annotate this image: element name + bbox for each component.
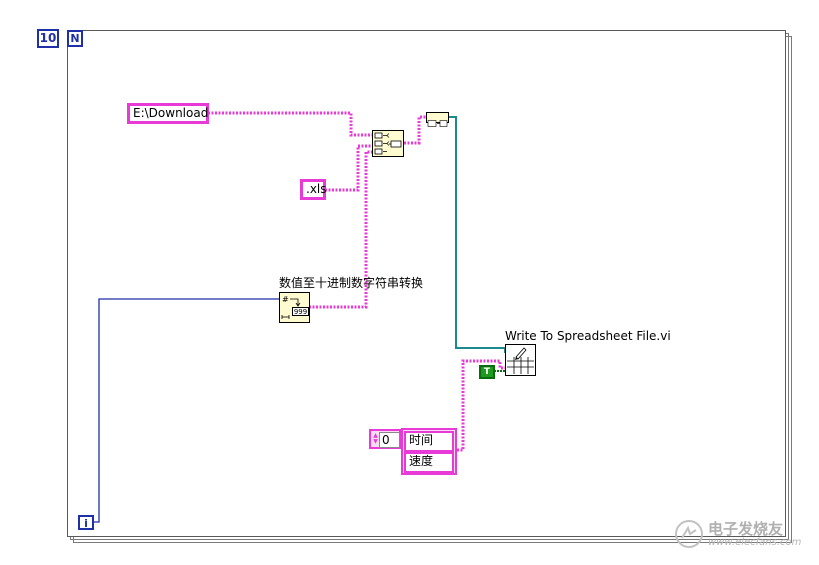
wire-path-to-write	[449, 116, 506, 353]
wire-i-to-numstr	[94, 298, 280, 523]
wire-ext-to-concat	[325, 144, 372, 192]
array-index-value[interactable]: 0	[379, 432, 400, 448]
write-to-spreadsheet-node[interactable]	[505, 344, 536, 376]
svg-text:#: #	[282, 295, 289, 304]
string-to-path-icon	[427, 120, 448, 127]
index-stepper-icon[interactable]: ▲▼	[373, 432, 378, 445]
wire-path-to-build	[208, 111, 372, 137]
wire-numstr-to-concat	[309, 150, 372, 309]
wire-concat-to-strpath	[404, 115, 426, 145]
loop-count-terminal[interactable]: N	[67, 30, 83, 47]
numeric-format-glyph: 999	[292, 307, 309, 316]
watermark-text: 电子发烧友	[708, 520, 784, 538]
extension-string-constant[interactable]: .xls	[300, 179, 327, 200]
watermark-logo-icon	[674, 519, 704, 549]
number-to-decimal-string-node[interactable]: # 999	[279, 292, 310, 323]
path-string-constant[interactable]: E:\Download	[127, 103, 209, 124]
watermark-url: www.elecfans.com	[708, 537, 802, 548]
wire-array-to-write	[457, 359, 506, 452]
number-to-decimal-string-label: 数值至十进制数字符串转换	[279, 276, 424, 290]
number-to-string-icon: #	[281, 295, 301, 319]
spreadsheet-pencil-icon	[507, 347, 534, 374]
array-element[interactable]: 速度	[404, 452, 454, 473]
array-element[interactable]: 时间	[404, 431, 454, 452]
transpose-boolean-constant[interactable]: T	[479, 365, 495, 379]
string-to-path-node[interactable]	[426, 112, 449, 127]
write-to-spreadsheet-label: Write To Spreadsheet File.vi	[505, 329, 671, 343]
concatenate-icon	[374, 132, 402, 155]
loop-count-constant[interactable]: 10	[37, 29, 59, 48]
loop-iteration-terminal[interactable]: i	[78, 515, 94, 530]
array-index-display[interactable]: ▲▼ 0	[369, 429, 401, 449]
concatenate-strings-node[interactable]	[372, 130, 404, 157]
